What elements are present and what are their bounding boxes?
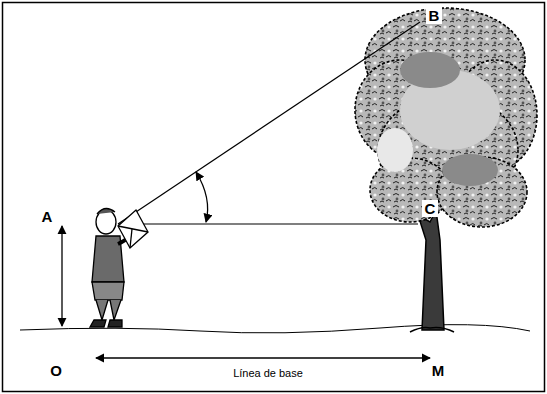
- point-label: A: [42, 209, 53, 224]
- horizontal-line: [118, 223, 418, 224]
- height-arrow: [61, 226, 62, 326]
- point-label: C: [422, 200, 439, 217]
- point-label: B: [426, 7, 443, 24]
- point-label: M: [432, 363, 445, 378]
- tree-crown: [355, 8, 537, 227]
- sight-line: [118, 22, 420, 224]
- angle-arc: [196, 172, 208, 222]
- baseline-arrow: [96, 357, 430, 358]
- frame: [3, 3, 545, 392]
- baseline-label: Línea de base: [230, 368, 306, 379]
- person: [90, 208, 148, 327]
- point-label: O: [50, 363, 62, 378]
- tree-trunk: [418, 210, 444, 330]
